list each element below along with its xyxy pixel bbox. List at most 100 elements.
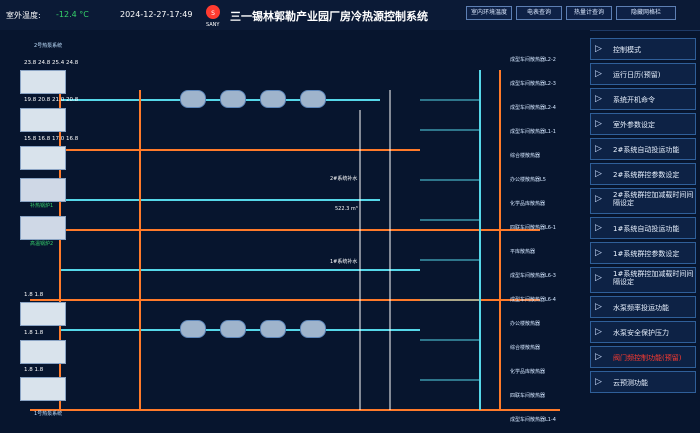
sidebar-item-label: 2#系统群控加减载时间间隔设定 — [613, 191, 694, 207]
sidebar-item-label: 系统开机命令 — [613, 96, 655, 104]
heatpump-unit[interactable] — [20, 146, 66, 170]
tank-value: 522.3 m³ — [335, 206, 358, 212]
header-bar: 室外温度: -12.4 °C 2024-12-27-17:49 S SANY 三… — [0, 0, 700, 31]
play-icon: ▷ — [595, 302, 602, 312]
play-icon: ▷ — [595, 273, 602, 283]
play-icon: ▷ — [595, 169, 602, 179]
right-label: 成型车间散热器L6-4 — [510, 297, 556, 303]
pump[interactable] — [180, 320, 206, 338]
outdoor-temp-label: 室外温度: — [6, 11, 41, 20]
right-label: 化学品库散热器 — [510, 201, 546, 207]
right-label: 成型车间散热器L2-2 — [510, 57, 556, 63]
play-icon: ▷ — [595, 119, 602, 129]
sidebar-item-2-auto[interactable]: ▷ 2#系统自动投运功能 — [590, 138, 696, 160]
sidebar-item-cloud-forecast[interactable]: ▷ 云预测功能 — [590, 371, 696, 393]
svg-text:S: S — [211, 10, 215, 17]
boiler-unit[interactable] — [20, 216, 66, 240]
heatpump-unit[interactable] — [20, 340, 66, 364]
heatpump-unit[interactable] — [20, 70, 66, 94]
plant2-row3: 15.8 16.8 17.0 16.8 — [24, 136, 79, 142]
sidebar-item-control-mode[interactable]: ▷ 控制模式 — [590, 38, 696, 60]
play-icon: ▷ — [595, 144, 602, 154]
boiler-unit[interactable] — [20, 178, 66, 202]
play-icon: ▷ — [595, 377, 602, 387]
sidebar: ▷ 控制模式 ▷ 运行日历(预留) ▷ 系统开机命令 ▷ 室外参数设定 ▷ 2#系统自动投… — [590, 36, 698, 396]
tab-meter[interactable]: 电表查询 — [516, 6, 562, 20]
plant1-row2: 1.8 1.8 — [24, 330, 44, 336]
plant1-row3: 1.8 1.8 — [24, 367, 44, 373]
play-icon: ▷ — [595, 223, 602, 233]
sidebar-item-label: 控制模式 — [613, 46, 641, 54]
sidebar-item-label: 1#系统群控参数设定 — [613, 250, 680, 258]
play-icon: ▷ — [595, 94, 602, 104]
boiler1-label: 补热锅炉1 — [30, 203, 54, 209]
boiler2-label: 高温锅炉2 — [30, 241, 54, 247]
pump[interactable] — [220, 320, 246, 338]
sidebar-item-start-command[interactable]: ▷ 系统开机命令 — [590, 88, 696, 110]
tab-hide-grid[interactable]: 隐藏网格栏 — [616, 6, 676, 20]
plant1-row1: 1.8 1.8 — [24, 292, 44, 298]
sidebar-item-2-interval[interactable]: ▷ 2#系统群控加减载时间间隔设定 — [590, 188, 696, 214]
outdoor-temp-value: -12.4 °C — [56, 10, 89, 19]
pump[interactable] — [220, 90, 246, 108]
sidebar-item-label: 水泵频率投运功能 — [613, 304, 669, 312]
datetime: 2024-12-27-17:49 — [120, 10, 193, 19]
play-icon: ▷ — [595, 352, 602, 362]
sidebar-item-label: 室外参数设定 — [613, 121, 655, 129]
pump[interactable] — [260, 320, 286, 338]
play-icon: ▷ — [595, 194, 602, 204]
pump[interactable] — [260, 90, 286, 108]
sidebar-item-label: 1#系统群控加减载时间间隔设定 — [613, 270, 694, 286]
sidebar-item-label: 阀门频控制功能(预留) — [613, 354, 682, 362]
right-label: 成型车间散热器L2-3 — [510, 81, 556, 87]
sidebar-item-label: 2#系统群控参数设定 — [613, 171, 680, 179]
right-label: 成型车间散热器L6-3 — [510, 273, 556, 279]
plant1-label: 1号热泵系统 — [34, 411, 63, 417]
sidebar-item-label: 水泵安全保护压力 — [613, 329, 669, 337]
right-label: 平库散热器 — [510, 249, 536, 255]
right-label: 办公楼散热器L5 — [510, 177, 546, 183]
tank-label-2: 1#系统补水 — [330, 259, 358, 265]
heatpump-unit[interactable] — [20, 302, 66, 326]
right-label: 化学品库散热器 — [510, 369, 546, 375]
plant2-row1: 23.8 24.8 25.4 24.8 — [24, 60, 79, 66]
right-label: 成型车间散热器L1-1 — [510, 129, 556, 135]
sidebar-item-label: 运行日历(预留) — [613, 71, 661, 79]
right-label: 四联车间散热器 — [510, 393, 546, 399]
play-icon: ▷ — [595, 44, 602, 54]
right-label: 办公楼散热器 — [510, 321, 541, 327]
sidebar-item-pump-frequency[interactable]: ▷ 水泵频率投运功能 — [590, 296, 696, 318]
sidebar-item-label: 1#系统自动投运功能 — [613, 225, 680, 233]
sidebar-item-outdoor-params[interactable]: ▷ 室外参数设定 — [590, 113, 696, 135]
sidebar-item-label: 2#系统自动投运功能 — [613, 146, 680, 154]
play-icon: ▷ — [595, 248, 602, 258]
pump[interactable] — [180, 90, 206, 108]
heatpump-unit[interactable] — [20, 377, 66, 401]
play-icon: ▷ — [595, 69, 602, 79]
sidebar-item-1-auto[interactable]: ▷ 1#系统自动投运功能 — [590, 217, 696, 239]
brand: SANY — [206, 22, 220, 28]
page-title: 三一锡林郭勒产业园厂房冷热源控制系统 — [230, 10, 428, 23]
sidebar-item-pump-pressure[interactable]: ▷ 水泵安全保护压力 — [590, 321, 696, 343]
right-label: 成型车间散热器L2-4 — [510, 105, 556, 111]
pump[interactable] — [300, 320, 326, 338]
heatpump-unit[interactable] — [20, 108, 66, 132]
sidebar-item-1-group-params[interactable]: ▷ 1#系统群控参数设定 — [590, 242, 696, 264]
sidebar-item-label: 云预测功能 — [613, 379, 648, 387]
play-icon: ▷ — [595, 327, 602, 337]
tank-label-1: 2#系统补水 — [330, 176, 358, 182]
sidebar-item-1-interval[interactable]: ▷ 1#系统群控加减载时间间隔设定 — [590, 267, 696, 293]
tab-heat-meter[interactable]: 热量计查询 — [566, 6, 612, 20]
sidebar-item-2-group-params[interactable]: ▷ 2#系统群控参数设定 — [590, 163, 696, 185]
right-label: 四联车间散热器L6-1 — [510, 225, 556, 231]
right-label: 综合楼散热器 — [510, 153, 541, 159]
right-label: 成型车间散热器L1-4 — [510, 417, 556, 423]
pump[interactable] — [300, 90, 326, 108]
plant2-label: 2号热泵系统 — [34, 43, 63, 49]
tab-indoor-temp[interactable]: 室内环境温度 — [466, 6, 512, 20]
sany-logo: S — [206, 5, 220, 19]
sidebar-item-valve-control[interactable]: ▷ 阀门频控制功能(预留) — [590, 346, 696, 368]
sidebar-item-calendar[interactable]: ▷ 运行日历(预留) — [590, 63, 696, 85]
right-label: 综合楼散热器 — [510, 345, 541, 351]
plant2-row2: 19.8 20.8 21.0 20.8 — [24, 97, 79, 103]
